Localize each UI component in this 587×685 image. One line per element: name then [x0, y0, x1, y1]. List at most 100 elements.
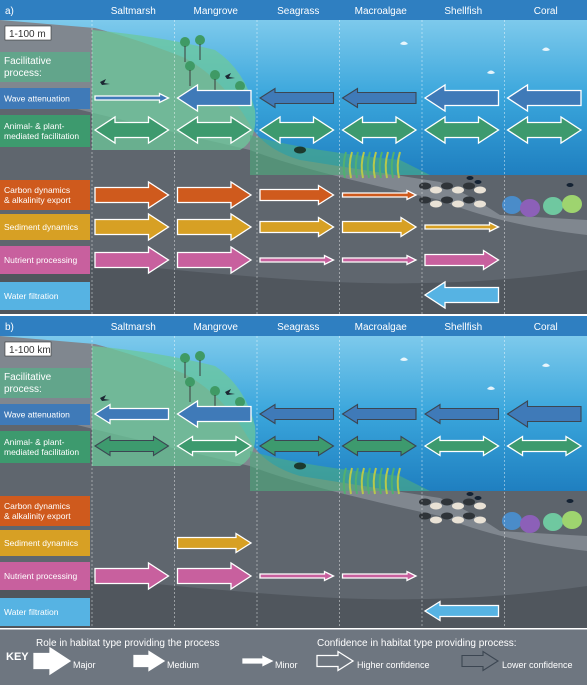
coral-icon	[502, 512, 522, 530]
key-title: KEY	[6, 651, 29, 663]
arrow-nutrient-macroalgae	[341, 570, 418, 582]
coastal-vegetation-zone	[92, 346, 256, 466]
arrow-sediment-mangrove	[176, 212, 253, 242]
shellfish-icon	[474, 186, 486, 194]
mangrove-tree-icon	[185, 377, 195, 387]
process-label-carbon: & alkalinity export	[4, 195, 71, 205]
algae-blade	[366, 151, 371, 179]
habitat-header-seagrass: Seagrass	[277, 6, 319, 17]
shellfish-icon	[474, 516, 486, 524]
algae-blade	[384, 467, 389, 495]
process-label-carbon: Carbon dynamics	[4, 501, 70, 511]
shellfish-icon	[463, 182, 475, 190]
shellfish-icon	[452, 186, 464, 194]
arrow-facil-coral	[506, 115, 583, 145]
process-label-facil: mediated facilitation	[4, 131, 79, 141]
process-label-box-carbon	[0, 496, 90, 526]
process-label-facil: mediated facilitation	[4, 447, 79, 457]
process-label-water: Water filtration	[4, 291, 59, 301]
arrow-wave-coral	[506, 399, 582, 429]
process-label-box-wave	[0, 88, 90, 109]
arrow-facil-saltmarsh	[93, 435, 170, 457]
arrow-facil-seagrass	[258, 115, 335, 145]
key-major-arrow	[33, 646, 72, 676]
process-label-box-sediment	[0, 214, 90, 240]
arrow-facil-coral	[506, 435, 583, 457]
shellfish-icon	[441, 512, 453, 520]
algae-blade	[390, 151, 395, 179]
arrow-facil-saltmarsh	[93, 115, 170, 145]
habitat-header-coral: Coral	[534, 322, 558, 333]
key-divider	[0, 628, 587, 630]
wave-crest-icon	[542, 363, 550, 367]
habitat-header-bar	[0, 0, 587, 20]
habitat-header-seagrass: Seagrass	[277, 322, 319, 333]
arrow-nutrient-saltmarsh	[94, 245, 170, 275]
wave-crest-icon	[400, 357, 408, 361]
shellfish-icon	[419, 196, 431, 204]
fish-icon	[566, 499, 574, 503]
coral-icon	[562, 511, 582, 529]
mangrove-tree-icon	[210, 386, 220, 396]
process-label-sediment: Sediment dynamics	[4, 538, 78, 548]
arrow-wave-shellfish	[423, 83, 500, 113]
arrow-facil-mangrove	[176, 435, 253, 457]
habitat-header-coral: Coral	[534, 6, 558, 17]
key-background	[0, 628, 587, 685]
shellfish-icon	[452, 516, 464, 524]
key-higher-label: Higher confidence	[357, 660, 430, 670]
process-label-carbon: Carbon dynamics	[4, 185, 70, 195]
arrow-wave-shellfish	[423, 403, 500, 425]
key-arrows	[33, 646, 500, 676]
process-label-nutrient: Nutrient processing	[4, 255, 78, 265]
fish-icon	[466, 176, 474, 180]
algae-blade	[348, 151, 353, 179]
wave-crest-icon	[487, 70, 495, 74]
process-label-box-water	[0, 598, 90, 626]
shellfish-icon	[441, 196, 453, 204]
fish-icon	[474, 180, 482, 184]
algae-blade	[360, 151, 365, 179]
mangrove-tree-icon	[235, 81, 245, 91]
wave-crest-icon	[542, 47, 550, 51]
process-title-box	[0, 52, 90, 82]
mangrove-tree-icon	[235, 397, 245, 407]
process-title: process:	[4, 384, 42, 395]
arrow-nutrient-saltmarsh	[94, 561, 170, 591]
algae-blade	[360, 467, 365, 495]
mangrove-tree-icon	[195, 351, 205, 361]
habitat-header-mangrove: Mangrove	[194, 6, 239, 17]
mangrove-tree-icon	[180, 353, 190, 363]
arrow-facil-macroalgae	[341, 115, 418, 145]
coastal-vegetation-zone	[92, 30, 256, 150]
process-label-carbon: & alkalinity export	[4, 511, 71, 521]
key-medium-arrow	[133, 650, 166, 672]
process-title: Facilitative	[4, 372, 52, 383]
arrow-water-shellfish	[423, 280, 500, 310]
algae-blade	[396, 467, 401, 495]
algae-blade	[378, 151, 383, 179]
shellfish-icon	[430, 200, 442, 208]
coral-icon	[502, 196, 522, 214]
shellfish-icon	[419, 182, 431, 190]
process-label-box-nutrient	[0, 562, 90, 590]
arrow-carbon-seagrass	[259, 184, 335, 206]
coral-icon	[543, 513, 563, 531]
process-label-wave: Wave attenuation	[4, 94, 70, 104]
process-label-nutrient: Nutrient processing	[4, 571, 78, 581]
scale-label: 1-100 km	[9, 345, 51, 356]
turtle-icon	[294, 146, 306, 154]
process-label-facil: Animal- & plant-	[4, 121, 65, 131]
algae-blade	[372, 151, 377, 179]
arrow-carbon-saltmarsh	[94, 180, 170, 210]
process-label-facil: Animal- & plant-	[4, 437, 65, 447]
algae-blade	[384, 151, 389, 179]
key-minor-arrow	[242, 655, 274, 667]
key-panel: KEY Role in habitat type providing the p…	[0, 628, 587, 685]
mangrove-tree-icon	[180, 37, 190, 47]
coral-icon	[562, 195, 582, 213]
arrow-wave-saltmarsh	[93, 403, 170, 425]
process-title: process:	[4, 68, 42, 79]
key-confidence-heading: Confidence in habitat type providing pro…	[317, 638, 517, 649]
